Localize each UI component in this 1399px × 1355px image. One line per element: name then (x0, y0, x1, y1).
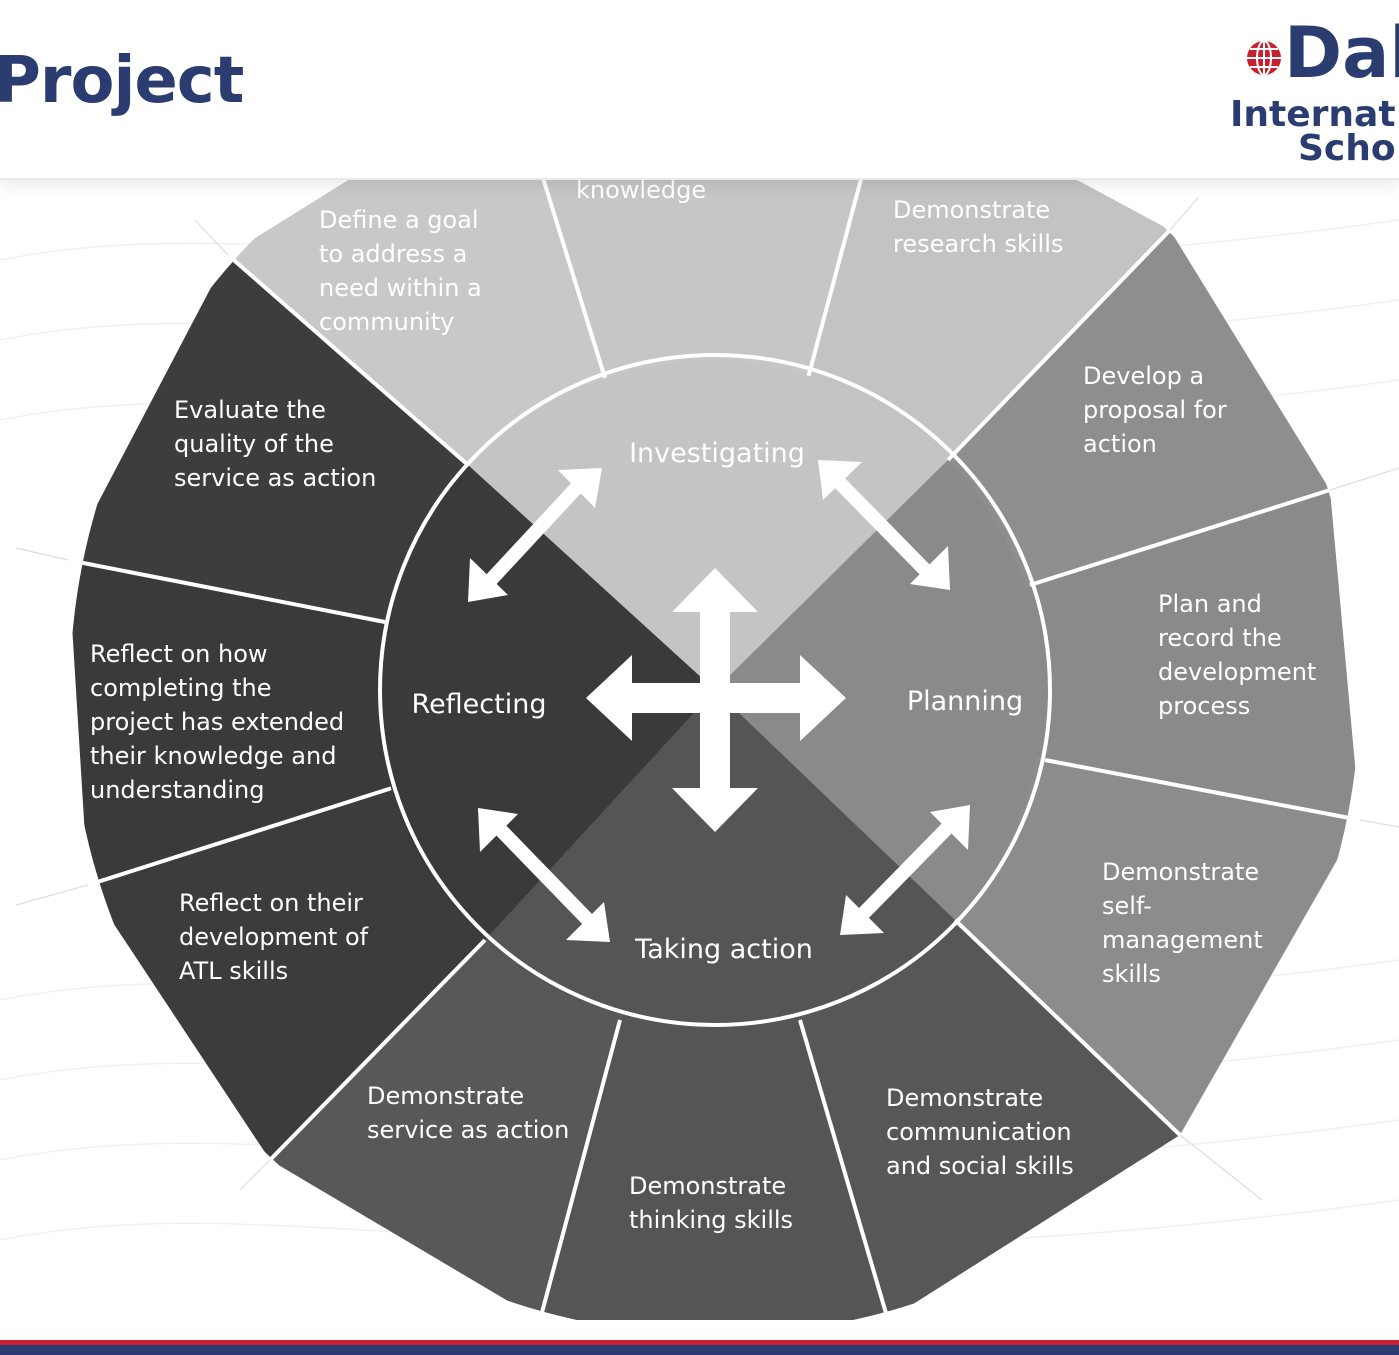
segment-label-reflect-on-how: Reflect on how completing the project has … (90, 640, 344, 804)
segment-label-line: knowledge (576, 176, 706, 204)
inner-quadrant-reflecting (377, 465, 715, 940)
segment-label-line: process (1158, 692, 1250, 720)
segment-label-demonstrate-communication: Demonstrate communication and social skill… (886, 1084, 1074, 1180)
segment-label-line: development of (179, 923, 369, 951)
inner-quadrant-planning (715, 460, 1043, 920)
segment-label-line: development (1158, 658, 1316, 686)
segment-label-define-a-goal: Define a goal to address a need within a co… (319, 206, 482, 336)
header-bar: Project Dall Internat Scho (0, 0, 1399, 180)
segment-label-line: Demonstrate (886, 1084, 1043, 1112)
segment-label-line: Demonstrate (629, 1172, 786, 1200)
segment-label-line: and social skills (886, 1152, 1074, 1180)
segment-label-line: ATL skills (179, 957, 288, 985)
segment-label-line: research skills (893, 230, 1063, 258)
arrow-investigating-planning-icon (829, 473, 936, 580)
segment-label-line: Demonstrate (367, 1082, 524, 1110)
segment-label-line: Develop a (1083, 362, 1204, 390)
inner-quadrant-investigating (468, 361, 948, 690)
logo-wordmark: Dall (1284, 18, 1399, 94)
inner-ring (378, 353, 1052, 1027)
segment-label-evaluate-quality: Evaluate the quality of the service as act… (174, 396, 376, 492)
logo-line-2: Internat (1230, 94, 1396, 135)
globe-icon (1247, 40, 1281, 76)
arrow-investigating-reflecting-icon (482, 479, 586, 588)
page-title: Project (0, 44, 244, 118)
segment-label-line: record the (1158, 624, 1282, 652)
segment-label-line: communication (886, 1118, 1072, 1146)
segment-label-line: Evaluate the (174, 396, 326, 424)
segment-label-line: community (319, 308, 454, 336)
segment-label-line: need within a (319, 274, 482, 302)
footer-stripe (0, 1340, 1399, 1355)
segment-label-line: Demonstrate (893, 196, 1050, 224)
segment-label-line: to address a (319, 240, 467, 268)
segment-label-line: their knowledge and (90, 742, 336, 770)
segment-label-line: action (1083, 430, 1157, 458)
stage-label-taking-action: Taking action (634, 934, 813, 965)
arrow-reflecting-taking-action-icon (490, 820, 596, 927)
segment-label-line: project has extended (90, 708, 344, 736)
segment-label-line: service as action (174, 464, 376, 492)
segment-label-line: proposal for (1083, 396, 1227, 424)
segment-label-plan-and-record: Plan and record the development process (1158, 590, 1316, 720)
segment-label-demonstrate-thinking: Demonstrate thinking skills (629, 1172, 793, 1234)
center-four-way-arrow-icon (586, 568, 846, 832)
segment-label-line: thinking skills (629, 1206, 793, 1234)
stage-label-planning: Planning (907, 686, 1023, 717)
segment-label-line: Reflect on their (179, 889, 363, 917)
segment-label-line: service as action (367, 1116, 569, 1144)
logo-line-3: Scho (1298, 128, 1396, 169)
stage-label-investigating: Investigating (629, 438, 805, 469)
segment-label-line: completing the (90, 674, 271, 702)
school-logo: Dall Internat Scho (1226, 18, 1399, 190)
segment-label-line: Demonstrate (1102, 858, 1259, 886)
inner-quadrant-taking-action (485, 690, 955, 1027)
segment-label-demonstrate-self-management: Demonstrate self-management skills (1102, 858, 1263, 988)
segment-label-line: quality of the (174, 430, 334, 458)
segment-label-demonstrate-service: Demonstrate service as action (367, 1082, 569, 1144)
arrow-planning-taking-action-icon (856, 817, 959, 920)
segment-label-line: understanding (90, 776, 264, 804)
stage-label-reflecting: Reflecting (412, 689, 547, 720)
segment-label-reflect-atl-skills: Reflect on their development of ATL skills (179, 889, 369, 985)
segment-label-line: skills (1102, 960, 1161, 988)
segment-label-line: Reflect on how (90, 640, 268, 668)
segment-label-demonstrate-research-skills: Demonstrate research skills (893, 196, 1063, 258)
segment-label-line: Plan and (1158, 590, 1262, 618)
segment-label-line: management (1102, 926, 1263, 954)
segment-label-line: Define a goal (319, 206, 479, 234)
segment-label-line: self- (1102, 892, 1152, 920)
segment-label-develop-proposal: Develop a proposal for action (1083, 362, 1227, 458)
